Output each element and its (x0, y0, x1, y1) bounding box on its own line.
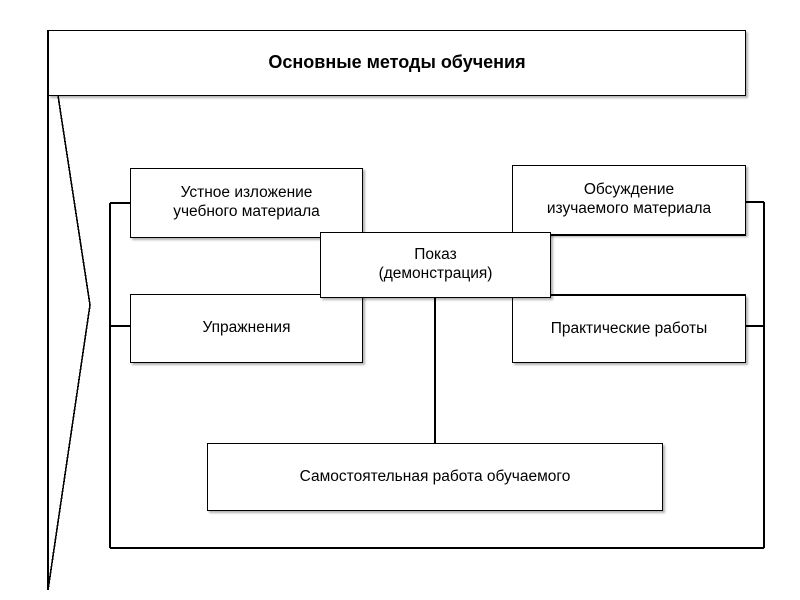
title-box: Основные методы обучения (48, 30, 746, 96)
node-oral: Устное изложение учебного материала (130, 168, 363, 238)
node-practical-label: Практические работы (550, 319, 708, 337)
node-practical: Практические работы (512, 295, 746, 363)
node-exercises-label: Упражнения (202, 319, 291, 337)
node-oral-label: Устное изложение учебного материала (173, 184, 320, 220)
page-title: Основные методы обучения (268, 52, 526, 73)
node-discussion-label: Обсуждение изучаемого материала (546, 181, 712, 217)
node-discussion: Обсуждение изучаемого материала (512, 165, 746, 235)
left-brace-bracket (47, 29, 91, 591)
node-demonstration: Показ (демонстрация) (320, 232, 551, 298)
node-self-work-label: Самостоятельная работа обучаемого (299, 467, 571, 485)
node-demonstration-label: Показ (демонстрация) (378, 246, 493, 282)
node-exercises: Упражнения (130, 294, 363, 363)
node-self-work: Самостоятельная работа обучаемого (207, 443, 663, 511)
